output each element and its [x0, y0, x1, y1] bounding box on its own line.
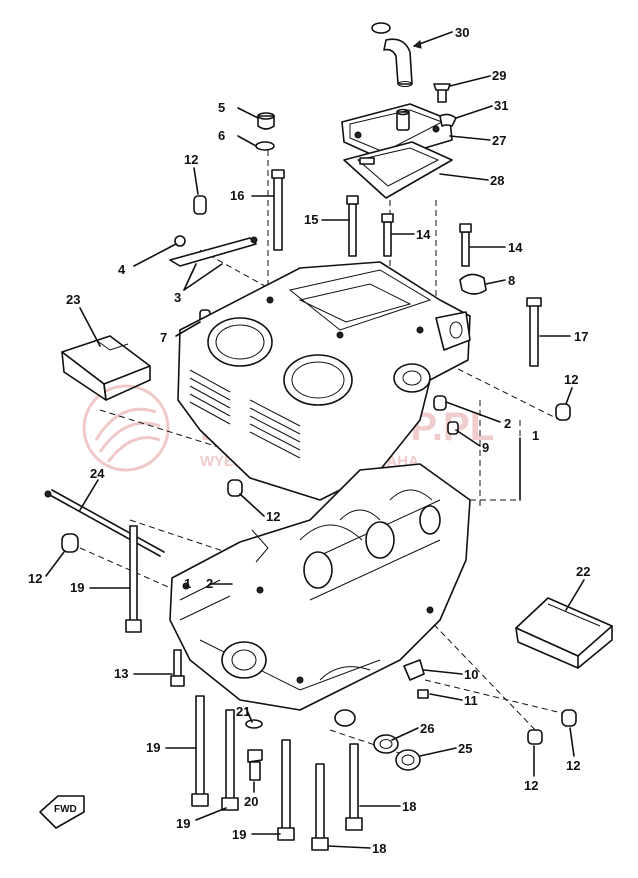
callout-12-top: 12	[184, 152, 198, 167]
watermark-logo-ring	[82, 384, 170, 472]
callout-25: 25	[458, 741, 472, 756]
bolt-14-right	[459, 223, 472, 267]
callout-labels: 30 29 31 27 28 5 6 12 16 15 14 14 8 4 3 …	[28, 25, 590, 856]
leader-lines	[45, 31, 585, 849]
callout-2-top: 2	[504, 416, 511, 431]
callout-31: 31	[494, 98, 508, 113]
forward-direction-arrow: FWD	[39, 795, 85, 829]
callout-12-middle: 12	[266, 509, 280, 524]
callout-3: 3	[174, 290, 181, 305]
bolt-15	[346, 195, 359, 257]
callout-4: 4	[118, 262, 126, 277]
callout-1-bottom: 1	[184, 576, 191, 591]
callout-18-bottom: 18	[372, 841, 386, 856]
callout-20: 20	[244, 794, 258, 809]
callout-27: 27	[492, 133, 506, 148]
callout-12-left: 12	[28, 571, 42, 586]
callout-17: 17	[574, 329, 588, 344]
upper-crankcase	[177, 261, 471, 501]
dowel-pin-top	[193, 195, 207, 215]
callout-12-bottom-right: 12	[566, 758, 580, 773]
cover-plate-22	[515, 597, 613, 669]
stud-17	[526, 297, 542, 367]
callout-2-bottom: 2	[206, 576, 213, 591]
cylinder-bore-right	[283, 354, 353, 406]
shaft-24	[44, 489, 165, 557]
hose-clip-ring	[371, 22, 391, 34]
lower-crankcase	[169, 463, 471, 727]
callout-1-top: 1	[532, 428, 539, 443]
bolt-14-left	[381, 213, 394, 257]
callout-21: 21	[236, 704, 250, 719]
o-ring	[255, 141, 275, 151]
callout-14-right: 14	[508, 240, 523, 255]
cover-plate-23	[61, 335, 151, 401]
callout-19-bottom-left: 19	[176, 816, 190, 831]
callout-30: 30	[455, 25, 469, 40]
callout-24: 24	[90, 466, 105, 481]
callout-29: 29	[492, 68, 506, 83]
breather-gasket	[343, 141, 453, 199]
dowel-pins	[61, 395, 577, 745]
cylinder-bore-left	[207, 317, 273, 367]
callout-22: 22	[576, 564, 590, 579]
bracket-3	[169, 235, 258, 267]
callout-23: 23	[66, 292, 80, 307]
clamp-8	[459, 273, 487, 295]
lower-bolts	[125, 525, 429, 851]
callout-10: 10	[464, 667, 478, 682]
callout-6: 6	[218, 128, 225, 143]
callout-11: 11	[464, 693, 478, 708]
callout-18-right: 18	[402, 799, 416, 814]
callout-16: 16	[230, 188, 244, 203]
callout-12-bottom-left: 12	[524, 778, 538, 793]
callout-15: 15	[304, 212, 318, 227]
callout-28: 28	[490, 173, 504, 188]
callout-14-left: 14	[416, 227, 431, 242]
callout-26: 26	[420, 721, 434, 736]
callout-13: 13	[114, 666, 128, 681]
breather-hose	[371, 22, 413, 87]
callout-7: 7	[160, 330, 167, 345]
callout-19-mid: 19	[146, 740, 160, 755]
callout-5: 5	[218, 100, 225, 115]
callout-19-top: 19	[70, 580, 84, 595]
callout-19-bottom: 19	[232, 827, 246, 842]
callout-12-right: 12	[564, 372, 578, 387]
callout-9: 9	[482, 440, 489, 455]
callout-8: 8	[508, 273, 515, 288]
long-stud-16	[271, 169, 285, 251]
cover-bolts	[433, 83, 457, 127]
breather-cover	[341, 103, 453, 161]
fwd-label: FWD	[54, 804, 77, 815]
oil-plug-cap	[257, 112, 275, 130]
watermark-logo-swoosh	[94, 407, 161, 463]
